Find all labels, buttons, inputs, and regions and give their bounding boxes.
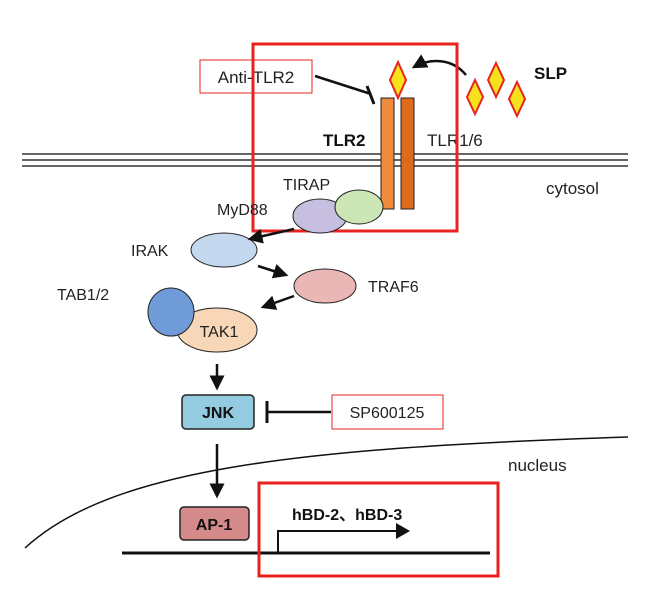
nucleus-label: nucleus — [508, 456, 567, 475]
tab1-2-label: TAB1/2 — [57, 287, 109, 304]
jnk-label: JNK — [202, 405, 234, 422]
nuclear-membrane — [24, 436, 629, 549]
anti-tlr2-inhibition — [314, 74, 372, 96]
traf6-to-tak1-arrow — [260, 294, 295, 310]
slp-diamond-icon — [388, 59, 408, 101]
tlr1-6-receptor — [400, 97, 415, 210]
sp600125-box — [331, 394, 444, 430]
receptor-highlight-box — [251, 42, 459, 233]
traf6-node — [293, 268, 357, 304]
slp-diamond-icon — [507, 79, 527, 119]
myd88-label: MyD88 — [217, 202, 268, 219]
irak-node — [190, 232, 258, 268]
cytosol-label: cytosol — [546, 179, 599, 198]
target-genes-label: hBD-2、hBD-3 — [292, 507, 402, 524]
tlr2-receptor — [380, 97, 395, 210]
anti-tlr2-box — [199, 59, 313, 94]
slp-diamond-icon — [465, 77, 485, 117]
genes-highlight-box — [257, 481, 500, 578]
tlr2-label: TLR2 — [323, 131, 366, 150]
slp-binding-arrow — [411, 54, 467, 76]
anti-tlr2-label: Anti-TLR2 — [218, 68, 295, 87]
tab1-2-node — [147, 287, 195, 337]
ap1-node — [179, 506, 250, 541]
tirap-label: TIRAP — [283, 177, 330, 194]
slp-label: SLP — [534, 64, 567, 83]
irak-to-traf6-arrow — [257, 264, 289, 279]
cell-membrane — [22, 153, 628, 167]
slp-ligands — [388, 59, 527, 119]
ap1-label: AP-1 — [196, 517, 233, 534]
anti-tlr2-inhibition-bar — [365, 85, 376, 105]
traf6-label: TRAF6 — [368, 279, 419, 296]
tirap-node — [334, 189, 384, 225]
jnk-node — [181, 394, 255, 430]
irak-label: IRAK — [131, 243, 169, 260]
tak1-label: TAK1 — [200, 324, 239, 341]
sp600125-label: SP600125 — [350, 405, 425, 422]
slp-diamond-icon — [486, 60, 506, 100]
tlr1-6-label: TLR1/6 — [427, 131, 483, 150]
transcription-start-arrow — [277, 523, 410, 553]
myd88-to-irak-arrow — [247, 227, 295, 244]
